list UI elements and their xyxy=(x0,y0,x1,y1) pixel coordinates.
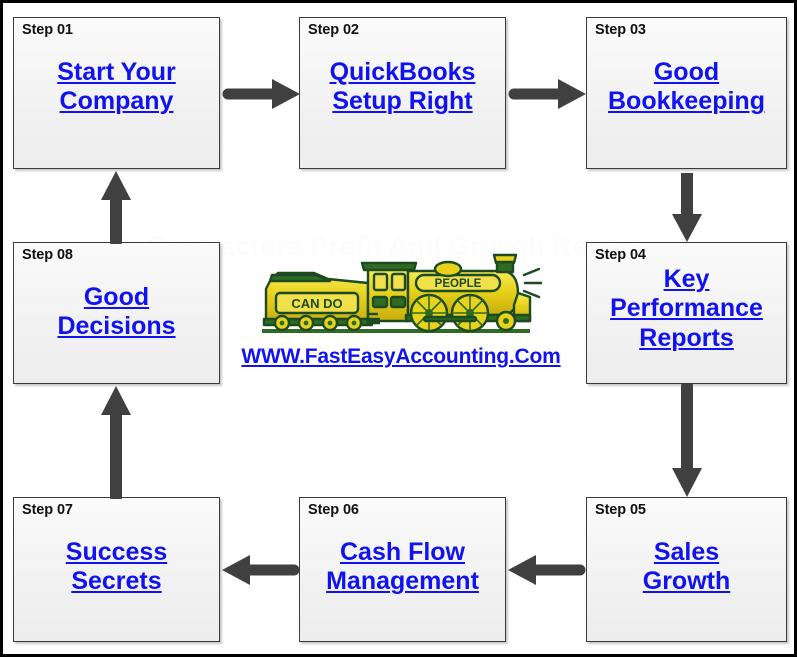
fast-easy-accounting-logo[interactable]: CAN DO xyxy=(231,249,571,369)
step-label-03: Step 03 xyxy=(595,22,646,38)
step-title-06-line2: Management xyxy=(326,567,479,596)
step-box-03[interactable]: Step 03 Good Bookkeeping xyxy=(586,17,787,169)
step-title-04-line2: Performance xyxy=(610,294,763,323)
step-label-01: Step 01 xyxy=(22,22,73,38)
step-title-04: Key Performance Reports xyxy=(587,265,786,353)
step-title-08: Good Decisions xyxy=(14,283,219,342)
step-label-02: Step 02 xyxy=(308,22,359,38)
arrow-step06-to-step07 xyxy=(220,551,302,589)
step-title-01-line1: Start Your xyxy=(57,58,176,86)
step-title-07-line1: Success xyxy=(65,538,168,566)
step-title-03: Good Bookkeeping xyxy=(587,58,786,117)
step-label-07: Step 07 xyxy=(22,502,73,518)
arrow-step07-to-step08 xyxy=(96,384,136,499)
step-title-07-line2: Secrets xyxy=(71,567,162,596)
tender-text: CAN DO xyxy=(291,296,342,311)
arrow-step08-to-step01 xyxy=(96,169,136,244)
step-title-02: QuickBooks Setup Right xyxy=(300,58,505,117)
website-url-link[interactable]: WWW.FastEasyAccounting.Com xyxy=(241,345,561,368)
arrow-step03-to-step04 xyxy=(667,169,707,244)
step-title-05-line2: Growth xyxy=(642,567,731,596)
step-title-03-line1: Good xyxy=(653,58,720,86)
step-title-01: Start Your Company xyxy=(14,58,219,117)
step-title-05-line1: Sales xyxy=(653,538,720,566)
step-box-06[interactable]: Step 06 Cash Flow Management xyxy=(299,497,506,642)
step-title-07: Success Secrets xyxy=(14,538,219,597)
arrow-step02-to-step03 xyxy=(506,75,588,113)
step-box-04[interactable]: Step 04 Key Performance Reports xyxy=(586,242,787,384)
step-box-02[interactable]: Step 02 QuickBooks Setup Right xyxy=(299,17,506,169)
locomotive-icon: CAN DO xyxy=(262,253,543,333)
arrow-step01-to-step02 xyxy=(220,75,302,113)
step-box-08[interactable]: Step 08 Good Decisions xyxy=(13,242,220,384)
step-box-05[interactable]: Step 05 Sales Growth xyxy=(586,497,787,642)
step-title-08-line2: Decisions xyxy=(57,312,176,341)
step-title-08-line1: Good xyxy=(83,283,150,311)
boiler-text: PEOPLE xyxy=(435,278,482,290)
step-label-05: Step 05 xyxy=(595,502,646,518)
step-title-06-line1: Cash Flow xyxy=(339,538,465,566)
arrow-step04-to-step05 xyxy=(667,384,707,499)
step-title-06: Cash Flow Management xyxy=(300,538,505,597)
step-title-03-line2: Bookkeeping xyxy=(608,87,765,116)
step-label-04: Step 04 xyxy=(595,247,646,263)
step-title-05: Sales Growth xyxy=(587,538,786,597)
step-title-02-line1: QuickBooks xyxy=(329,58,476,86)
step-title-01-line2: Company xyxy=(59,87,174,116)
step-box-01[interactable]: Step 01 Start Your Company xyxy=(13,17,220,169)
step-title-04-line1: Key xyxy=(663,265,710,293)
step-title-02-line2: Setup Right xyxy=(332,87,473,116)
step-title-04-line3: Reports xyxy=(639,323,734,352)
step-label-08: Step 08 xyxy=(22,247,73,263)
step-box-07[interactable]: Step 07 Success Secrets xyxy=(13,497,220,642)
arrow-step05-to-step06 xyxy=(506,551,588,589)
step-label-06: Step 06 xyxy=(308,502,359,518)
